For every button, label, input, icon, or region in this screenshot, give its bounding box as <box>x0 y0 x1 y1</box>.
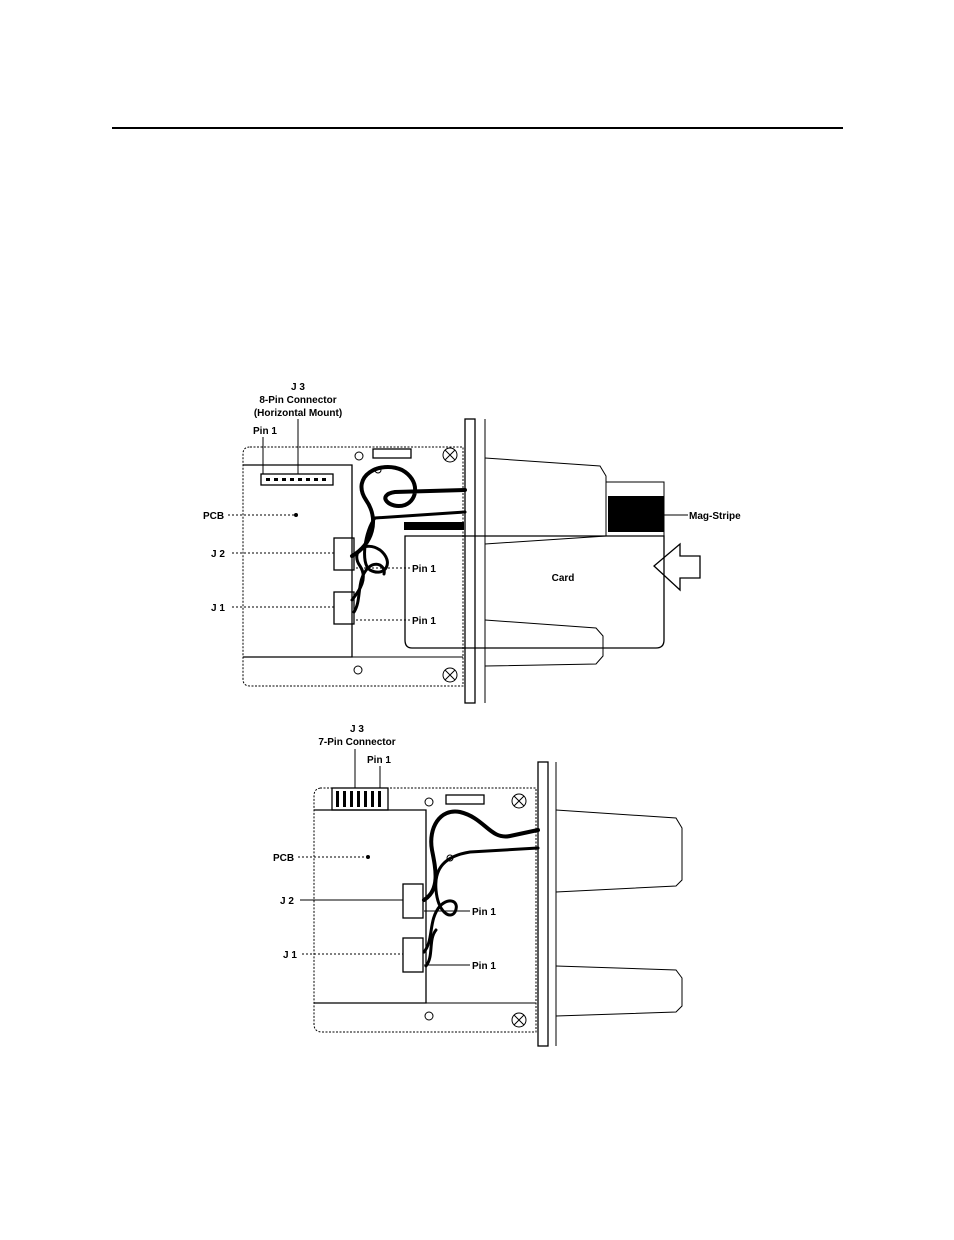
bottom-j3-pin1-label: Pin 1 <box>367 755 391 766</box>
bottom-j1-label: J 1 <box>283 950 297 961</box>
top-j3-title: J 3 <box>291 382 305 393</box>
bottom-j2-connector <box>403 884 423 918</box>
bottom-hole-upper <box>425 798 433 806</box>
bottom-j3-title: J 3 <box>350 724 364 735</box>
bottom-screw-lower <box>512 1013 526 1027</box>
top-j2-pin1-label: Pin 1 <box>412 564 436 575</box>
bottom-pcb-board <box>314 810 426 1003</box>
bottom-hole-lower <box>425 1012 433 1020</box>
top-mag-stripe-label: Mag-Stripe <box>689 511 741 522</box>
top-small-block <box>373 449 411 458</box>
top-j3-pin1-label: Pin 1 <box>253 426 277 437</box>
top-screw-lower <box>443 668 457 682</box>
top-hole-upper <box>355 452 363 460</box>
top-pcb-label: PCB <box>203 511 224 522</box>
bottom-j3-pins <box>336 791 381 807</box>
top-j3-pins <box>266 478 326 481</box>
top-faceplate <box>465 419 475 703</box>
bottom-j1-connector <box>403 938 423 972</box>
top-card-label: Card <box>552 573 575 584</box>
top-j3-note: (Horizontal Mount) <box>254 408 342 419</box>
header-rule <box>112 127 843 129</box>
bottom-j2-pin1-label: Pin 1 <box>472 907 496 918</box>
bottom-faceplate <box>538 762 548 1046</box>
bottom-j3-subtitle: 7-Pin Connector <box>318 737 395 748</box>
top-reader-diagram: J 3 8-Pin Connector (Horizontal Mount) P… <box>203 382 741 703</box>
top-j3-subtitle: 8-Pin Connector <box>259 395 336 406</box>
top-j2-label: J 2 <box>211 549 225 560</box>
bottom-small-block <box>446 795 484 804</box>
top-pcb-board <box>243 465 352 657</box>
top-cable-clamp <box>404 522 464 530</box>
top-cable-a <box>352 467 465 556</box>
bottom-bezel-upper <box>556 810 682 892</box>
bottom-reader-diagram: J 3 7-Pin Connector Pin 1 <box>273 724 682 1046</box>
bottom-pcb-label: PCB <box>273 853 294 864</box>
top-j1-pin1-label: Pin 1 <box>412 616 436 627</box>
top-j1-label: J 1 <box>211 603 225 614</box>
top-bezel-upper <box>485 458 606 544</box>
top-j2-connector <box>334 538 354 570</box>
bottom-j2-label: J 2 <box>280 896 294 907</box>
bottom-screw-upper <box>512 794 526 808</box>
top-bezel-lower <box>485 620 603 666</box>
bottom-cable-b <box>424 848 538 952</box>
top-j1-connector <box>334 592 354 624</box>
bottom-cable-a <box>424 811 538 900</box>
top-screw-upper <box>443 448 457 462</box>
bottom-housing-outline <box>314 788 536 1032</box>
top-mag-stripe <box>608 496 664 532</box>
bottom-bezel-lower <box>556 966 682 1016</box>
top-insert-arrow <box>654 544 700 590</box>
top-hole-lower <box>354 666 362 674</box>
top-card <box>405 536 664 648</box>
bottom-j1-pin1-label: Pin 1 <box>472 961 496 972</box>
